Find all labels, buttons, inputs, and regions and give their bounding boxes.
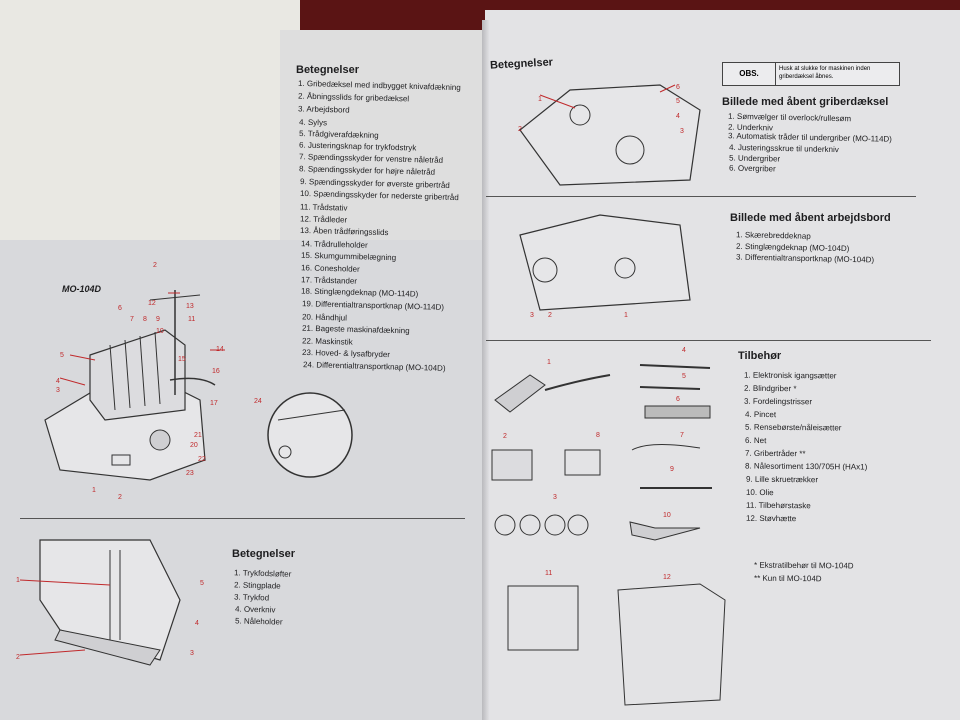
callout-number: 1: [547, 359, 551, 366]
section3-title: Tilbehør: [738, 350, 782, 362]
callout-number: 22: [198, 456, 206, 463]
callout-number: 11: [545, 570, 553, 577]
list-item: 4. Overkniv: [234, 604, 276, 615]
callout-number: 10: [663, 512, 671, 519]
callout-number: 9: [670, 466, 674, 473]
list-item: 7. Gribertråder **: [745, 448, 806, 459]
callout-number: 8: [143, 316, 147, 323]
callout-number: 11: [188, 316, 196, 323]
callout-number: 5: [60, 352, 64, 359]
list-item: 11. Tilbehørstaske: [745, 500, 811, 511]
callout-number: 5: [682, 373, 686, 380]
list-item: 6. Overgriber: [728, 163, 776, 174]
section2-title: Billede med åbent arbejdsbord: [730, 212, 891, 224]
callout-number: 12: [663, 574, 671, 581]
list-item: 2. Blindgriber *: [744, 383, 797, 394]
list-item: 5. Rensebørste/nåleisætter: [744, 422, 842, 433]
callout-number: 3: [680, 128, 684, 135]
list-item: 1. Elektronisk igangsætter: [743, 370, 837, 381]
callout-number: 1: [538, 96, 542, 103]
callout-number: 24: [254, 398, 262, 405]
callout-number: 4: [56, 378, 60, 385]
callout-number: 13: [186, 303, 194, 310]
callout-number: 2: [153, 262, 157, 269]
page1-lower-heading: Betegnelser: [232, 548, 295, 560]
list-item: 4. Pincet: [744, 409, 776, 420]
list-item: 6. Net: [744, 435, 767, 446]
callout-number: 5: [200, 580, 204, 587]
list-item: 5. Nåleholder: [234, 616, 283, 627]
warning-label: OBS.: [723, 63, 776, 85]
list-item: 12. Støvhætte: [746, 513, 797, 524]
callout-number: 10: [156, 328, 164, 335]
callout-number: 9: [156, 316, 160, 323]
callout-number: 2: [518, 126, 522, 133]
napkin: [0, 0, 300, 260]
list-item: 2. Stingplade: [234, 580, 282, 591]
footnote: * Ekstratilbehør til MO-104D: [753, 560, 854, 571]
callout-number: 14: [216, 346, 224, 353]
list-item: 10. Olie: [745, 487, 774, 498]
list-item: 3. Fordelingstrisser: [744, 396, 813, 407]
list-item: 3. Trykfod: [234, 592, 270, 603]
callout-number: 5: [676, 98, 680, 105]
callout-number: 23: [186, 470, 194, 477]
callout-number: 6: [676, 396, 680, 403]
callout-number: 2: [548, 312, 552, 319]
callout-number: 2: [118, 494, 122, 501]
callout-number: 2: [503, 433, 507, 440]
callout-number: 3: [530, 312, 534, 319]
callout-number: 15: [178, 356, 186, 363]
page1-heading: Betegnelser: [296, 64, 359, 76]
callout-number: 20: [190, 442, 198, 449]
section1-title: Billede med åbent griberdæksel: [722, 96, 889, 108]
callout-number: 1: [92, 487, 96, 494]
callout-number: 4: [195, 620, 199, 627]
callout-number: 8: [596, 432, 600, 439]
callout-number: 7: [680, 432, 684, 439]
warning-box: OBS. Husk at slukke for maskinen inden g…: [722, 62, 900, 86]
callout-number: 3: [553, 494, 557, 501]
callout-number: 1: [624, 312, 628, 319]
callout-number: 3: [190, 650, 194, 657]
callout-number: 21: [194, 432, 202, 439]
callout-number: 16: [212, 368, 220, 375]
footnote: ** Kun til MO-104D: [754, 573, 822, 584]
callout-number: 12: [148, 300, 156, 307]
list-item: 8. Nålesortiment 130/705H (HAx1): [745, 461, 868, 472]
callout-number: 1: [16, 577, 20, 584]
callout-number: 6: [676, 84, 680, 91]
warning-text: Husk at slukke for maskinen inden griber…: [779, 66, 871, 80]
callout-number: 6: [118, 305, 122, 312]
left-page-top: [280, 30, 490, 240]
section-divider: [486, 340, 931, 341]
callout-number: 7: [130, 316, 134, 323]
callout-number: 17: [210, 400, 218, 407]
section-divider: [20, 518, 465, 519]
page-gutter: [482, 20, 490, 720]
model-label: MO-104D: [62, 284, 102, 294]
callout-number: 2: [16, 654, 20, 661]
callout-number: 4: [682, 347, 686, 354]
section-divider: [486, 196, 916, 197]
callout-number: 4: [676, 113, 680, 120]
list-item: 1. Trykfodsløfter: [233, 568, 292, 579]
list-item: 9. Lille skruetrækker: [745, 474, 818, 485]
callout-number: 3: [56, 387, 60, 394]
